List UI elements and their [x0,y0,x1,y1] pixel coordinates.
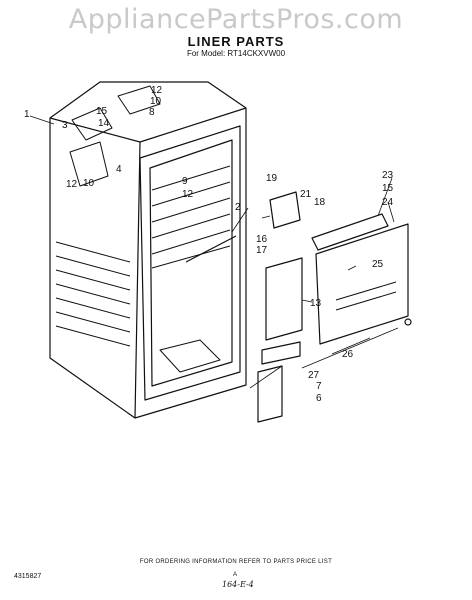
screw [404,318,412,326]
duct-insulation [257,365,283,423]
callout-3: 3 [62,120,68,131]
callout-21: 21 [300,189,312,200]
callout-2: 2 [235,202,241,213]
callout-8: 8 [149,107,155,118]
callout-6: 6 [316,393,322,404]
light-bracket [311,213,389,251]
callout-labels: 1 3 12 10 8 15 14 4 12 10 9 12 2 19 21 1… [24,85,394,404]
liner-opening-frame [139,125,241,401]
side-ribs [55,241,131,347]
callout-23: 23 [382,170,394,181]
duct-gasket [261,341,301,365]
callout-10-left: 10 [83,178,95,189]
callout-12-top: 12 [151,85,163,96]
handwritten-note: 164-E-4 [222,580,254,589]
liner-front-edge [134,141,141,419]
callout-10-top: 10 [150,96,162,107]
callout-27: 27 [308,370,320,381]
panel-slots [335,281,397,311]
watermark: AppliancePartsPros.com [68,4,404,35]
callout-18: 18 [314,197,326,208]
model-line: For Model: RT14CKXVW00 [186,49,286,58]
shelf-support-rod [185,235,237,263]
callout-4: 4 [116,164,122,175]
callout-26: 26 [342,349,354,360]
inner-shelf-ribs [151,165,231,269]
callout-12-mid: 12 [182,189,194,200]
page-letter: A [233,572,238,578]
control-panel [315,223,409,345]
callout-7: 7 [316,381,322,392]
callout-16: 16 [256,234,268,245]
liner-top-face [49,107,247,143]
callout-25: 25 [372,259,384,270]
callout-17: 17 [256,245,268,256]
damper-control [269,191,301,229]
crisper-pan [159,339,221,373]
liner-opening-inner [149,139,233,387]
ordering-note: FOR ORDERING INFORMATION REFER TO PARTS … [139,559,333,565]
callout-15-right: 15 [382,183,394,194]
leader-lines [29,115,399,389]
air-duct [265,257,303,341]
control-cluster [69,85,161,187]
page-title: LINER PARTS [187,34,285,49]
liner-body [49,81,247,419]
callout-19: 19 [266,173,278,184]
doc-number: 4315827 [14,573,42,580]
callout-24: 24 [382,197,394,208]
callout-12-left: 12 [66,179,78,190]
callout-1: 1 [24,109,30,120]
callout-15-left: 15 [96,106,108,117]
callout-9: 9 [182,176,188,187]
callout-13: 13 [310,298,322,309]
callout-14: 14 [98,118,110,129]
